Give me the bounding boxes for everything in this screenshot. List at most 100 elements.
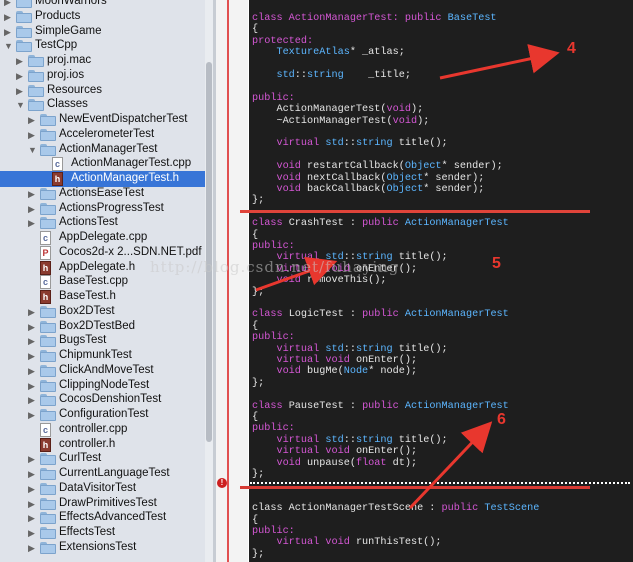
cpp-file-icon: c bbox=[52, 157, 63, 172]
tree-folder-item[interactable]: ▶ClippingNodeTest bbox=[0, 378, 213, 394]
code-token: Object bbox=[386, 172, 424, 184]
disclosure-collapsed-icon[interactable]: ▶ bbox=[4, 0, 11, 7]
tree-folder-item[interactable]: ▶DataVisitorTest bbox=[0, 481, 213, 497]
disclosure-collapsed-icon[interactable]: ▶ bbox=[28, 380, 35, 391]
disclosure-collapsed-icon[interactable]: ▶ bbox=[28, 218, 35, 229]
disclosure-collapsed-icon[interactable]: ▶ bbox=[28, 454, 35, 465]
annotation-number-6: 6 bbox=[497, 411, 506, 428]
code-token: std bbox=[325, 434, 344, 446]
code-line: virtual void onEnter(); bbox=[252, 355, 417, 367]
tree-folder-item[interactable]: ▶ChipmunkTest bbox=[0, 348, 213, 364]
disclosure-collapsed-icon[interactable]: ▶ bbox=[28, 351, 35, 361]
tree-folder-item[interactable]: ▶AccelerometerTest bbox=[0, 127, 213, 143]
code-token: :: bbox=[343, 252, 356, 264]
tree-folder-item[interactable]: ▶ExtensionsTest bbox=[0, 540, 213, 556]
code-line: class LogicTest : public ActionManagerTe… bbox=[252, 309, 509, 321]
disclosure-collapsed-icon[interactable]: ▶ bbox=[28, 395, 35, 406]
code-line: }; bbox=[252, 287, 264, 299]
tree-item-label: BugsTest bbox=[59, 334, 107, 347]
code-token: virtual void bbox=[252, 263, 356, 275]
code-token: ActionManagerTest bbox=[404, 400, 509, 412]
code-line: void unpause(float dt); bbox=[252, 458, 417, 470]
folder-icon bbox=[16, 25, 32, 38]
disclosure-collapsed-icon[interactable]: ▶ bbox=[28, 129, 35, 140]
error-marker-icon[interactable]: ! bbox=[217, 478, 227, 488]
disclosure-collapsed-icon[interactable]: ▶ bbox=[28, 528, 35, 538]
disclosure-collapsed-icon[interactable]: ▶ bbox=[16, 85, 23, 96]
disclosure-collapsed-icon[interactable]: ▶ bbox=[28, 336, 35, 347]
tree-folder-item[interactable]: ▶ActionsProgressTest bbox=[0, 201, 213, 217]
tree-folder-item[interactable]: ▶CurrentLanguageTest bbox=[0, 466, 213, 482]
tree-folder-item[interactable]: ▶ActionsEaseTest bbox=[0, 186, 213, 202]
disclosure-collapsed-icon[interactable]: ▶ bbox=[16, 56, 23, 66]
tree-folder-item[interactable]: ▶EffectsAdvancedTest bbox=[0, 510, 213, 526]
tree-folder-item[interactable]: ▶Products bbox=[0, 9, 213, 25]
code-line: { bbox=[252, 230, 258, 242]
disclosure-collapsed-icon[interactable]: ▶ bbox=[28, 410, 35, 420]
tree-folder-item[interactable]: ▶proj.ios bbox=[0, 68, 213, 84]
disclosure-collapsed-icon[interactable]: ▶ bbox=[28, 203, 35, 214]
folder-icon bbox=[16, 40, 32, 53]
disclosure-collapsed-icon[interactable]: ▶ bbox=[4, 11, 11, 22]
folder-icon bbox=[16, 10, 32, 23]
disclosure-collapsed-icon[interactable]: ▶ bbox=[28, 498, 35, 509]
disclosure-collapsed-icon[interactable]: ▶ bbox=[16, 70, 23, 81]
tree-folder-item[interactable]: ▶CocosDenshionTest bbox=[0, 392, 213, 408]
disclosure-collapsed-icon[interactable]: ▶ bbox=[28, 483, 35, 494]
code-token: virtual void bbox=[252, 355, 356, 366]
tree-folder-item[interactable]: ▶SimpleGame bbox=[0, 24, 213, 40]
disclosure-collapsed-icon[interactable]: ▶ bbox=[28, 469, 35, 479]
arrow-5 bbox=[255, 256, 338, 292]
disclosure-collapsed-icon[interactable]: ▶ bbox=[28, 513, 35, 524]
code-token: restartCallback( bbox=[307, 161, 405, 173]
disclosure-collapsed-icon[interactable]: ▶ bbox=[4, 26, 11, 37]
tree-folder-item[interactable]: ▶ ActionsTest bbox=[0, 215, 213, 231]
code-token: nextCallback( bbox=[307, 172, 387, 184]
tree-folder-item[interactable]: ▶ConfigurationTest bbox=[0, 407, 213, 423]
tree-folder-item[interactable]: ▶NewEventDispatcherTest bbox=[0, 112, 213, 128]
tree-folder-item[interactable]: ▼ActionManagerTest bbox=[0, 142, 213, 158]
tree-folder-item[interactable]: ▶MoonWarriors bbox=[0, 0, 213, 10]
project-navigator: ▶MoonWarriors▶Products▶SimpleGame▼TestCp… bbox=[0, 0, 213, 562]
tree-folder-item[interactable]: ▶proj.mac bbox=[0, 53, 213, 69]
disclosure-collapsed-icon[interactable]: ▶ bbox=[28, 542, 35, 553]
tree-folder-item[interactable]: ▶DrawPrimitivesTest bbox=[0, 496, 213, 512]
tree-folder-item[interactable]: ▶Box2DTest bbox=[0, 304, 213, 320]
navigator-scrollbar-thumb[interactable] bbox=[206, 62, 212, 442]
code-line: public: bbox=[252, 241, 295, 253]
tree-folder-item[interactable]: ▶ClickAndMoveTest bbox=[0, 363, 213, 379]
code-token: public bbox=[362, 400, 405, 412]
tree-item-label: ActionsTest bbox=[59, 216, 118, 229]
folder-icon bbox=[40, 453, 56, 466]
disclosure-expanded-icon[interactable]: ▼ bbox=[16, 100, 25, 111]
tree-folder-item[interactable]: ▼Classes bbox=[0, 97, 213, 113]
code-token: Object bbox=[404, 161, 442, 173]
folder-icon bbox=[28, 55, 44, 67]
tree-folder-item[interactable]: ▶ BugsTest bbox=[0, 333, 213, 349]
code-line: void restartCallback(Object* sender); bbox=[252, 161, 502, 173]
disclosure-collapsed-icon[interactable]: ▶ bbox=[28, 306, 35, 317]
disclosure-collapsed-icon[interactable]: ▶ bbox=[28, 188, 35, 199]
tree-folder-item[interactable]: ▶Resources bbox=[0, 83, 213, 99]
tree-folder-item[interactable]: ▶CurlTest bbox=[0, 451, 213, 467]
tree-folder-item[interactable]: ▼TestCpp bbox=[0, 38, 213, 54]
disclosure-expanded-icon[interactable]: ▼ bbox=[28, 144, 37, 155]
code-token: bugMe( bbox=[307, 366, 344, 378]
code-token: LogicTest : bbox=[288, 309, 363, 321]
disclosure-collapsed-icon[interactable]: ▶ bbox=[28, 115, 35, 125]
disclosure-expanded-icon[interactable]: ▼ bbox=[4, 41, 13, 52]
tree-folder-item[interactable]: ▶Box2DTestBed bbox=[0, 319, 213, 335]
disclosure-collapsed-icon[interactable]: ▶ bbox=[28, 365, 35, 376]
disclosure-collapsed-icon[interactable]: ▶ bbox=[28, 321, 35, 332]
tree-folder-item[interactable]: ▶EffectsTest bbox=[0, 525, 213, 541]
pane-divider[interactable] bbox=[213, 0, 216, 562]
